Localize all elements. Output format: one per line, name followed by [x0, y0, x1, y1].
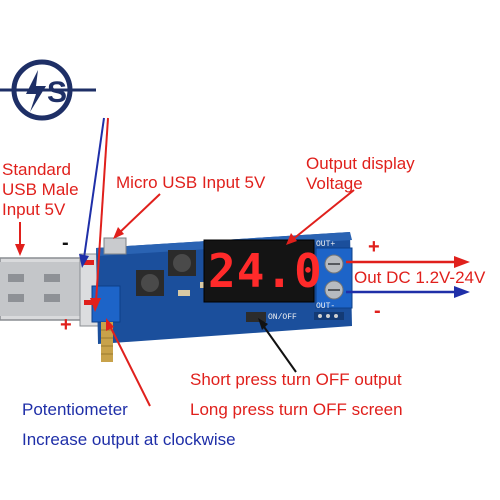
- out-dc-label: Out DC 1.2V-24V: [354, 268, 486, 287]
- micro-usb-label: Micro USB Input 5V: [116, 173, 266, 192]
- increase-output-label: Increase output at clockwise: [22, 430, 236, 449]
- out-minus-marking: OUT-: [316, 302, 336, 311]
- output-display-line-1: Output display: [306, 154, 415, 173]
- output-display-label: Output display Voltage: [306, 154, 415, 194]
- out-plus-sign: +: [368, 236, 380, 258]
- standard-usb-line-3: Input 5V: [2, 200, 66, 219]
- logo-glyph: S: [47, 76, 67, 109]
- short-press-label: Short press turn OFF output: [190, 370, 402, 389]
- long-press-label: Long press turn OFF screen: [190, 400, 403, 419]
- pcb-board: [84, 232, 353, 362]
- standard-usb-line-1: Standard: [2, 160, 71, 179]
- standard-usb-label: Standard USB Male Input 5V: [2, 160, 79, 220]
- brand-logo-icon: S: [0, 59, 96, 121]
- usb-minus-sign: -: [62, 232, 69, 254]
- annotation-arrows: [15, 117, 470, 407]
- potentiometer-label: Potentiometer: [22, 400, 128, 419]
- out-plus-marking: OUT+: [316, 240, 336, 249]
- out-minus-sign: -: [374, 300, 381, 322]
- standard-usb-line-2: USB Male: [2, 180, 79, 199]
- output-display-line-2: Voltage: [306, 174, 363, 193]
- usb-plus-sign: +: [60, 314, 72, 336]
- led-display-value: 24.0: [208, 244, 323, 298]
- switch-marking: ON/OFF: [268, 313, 297, 322]
